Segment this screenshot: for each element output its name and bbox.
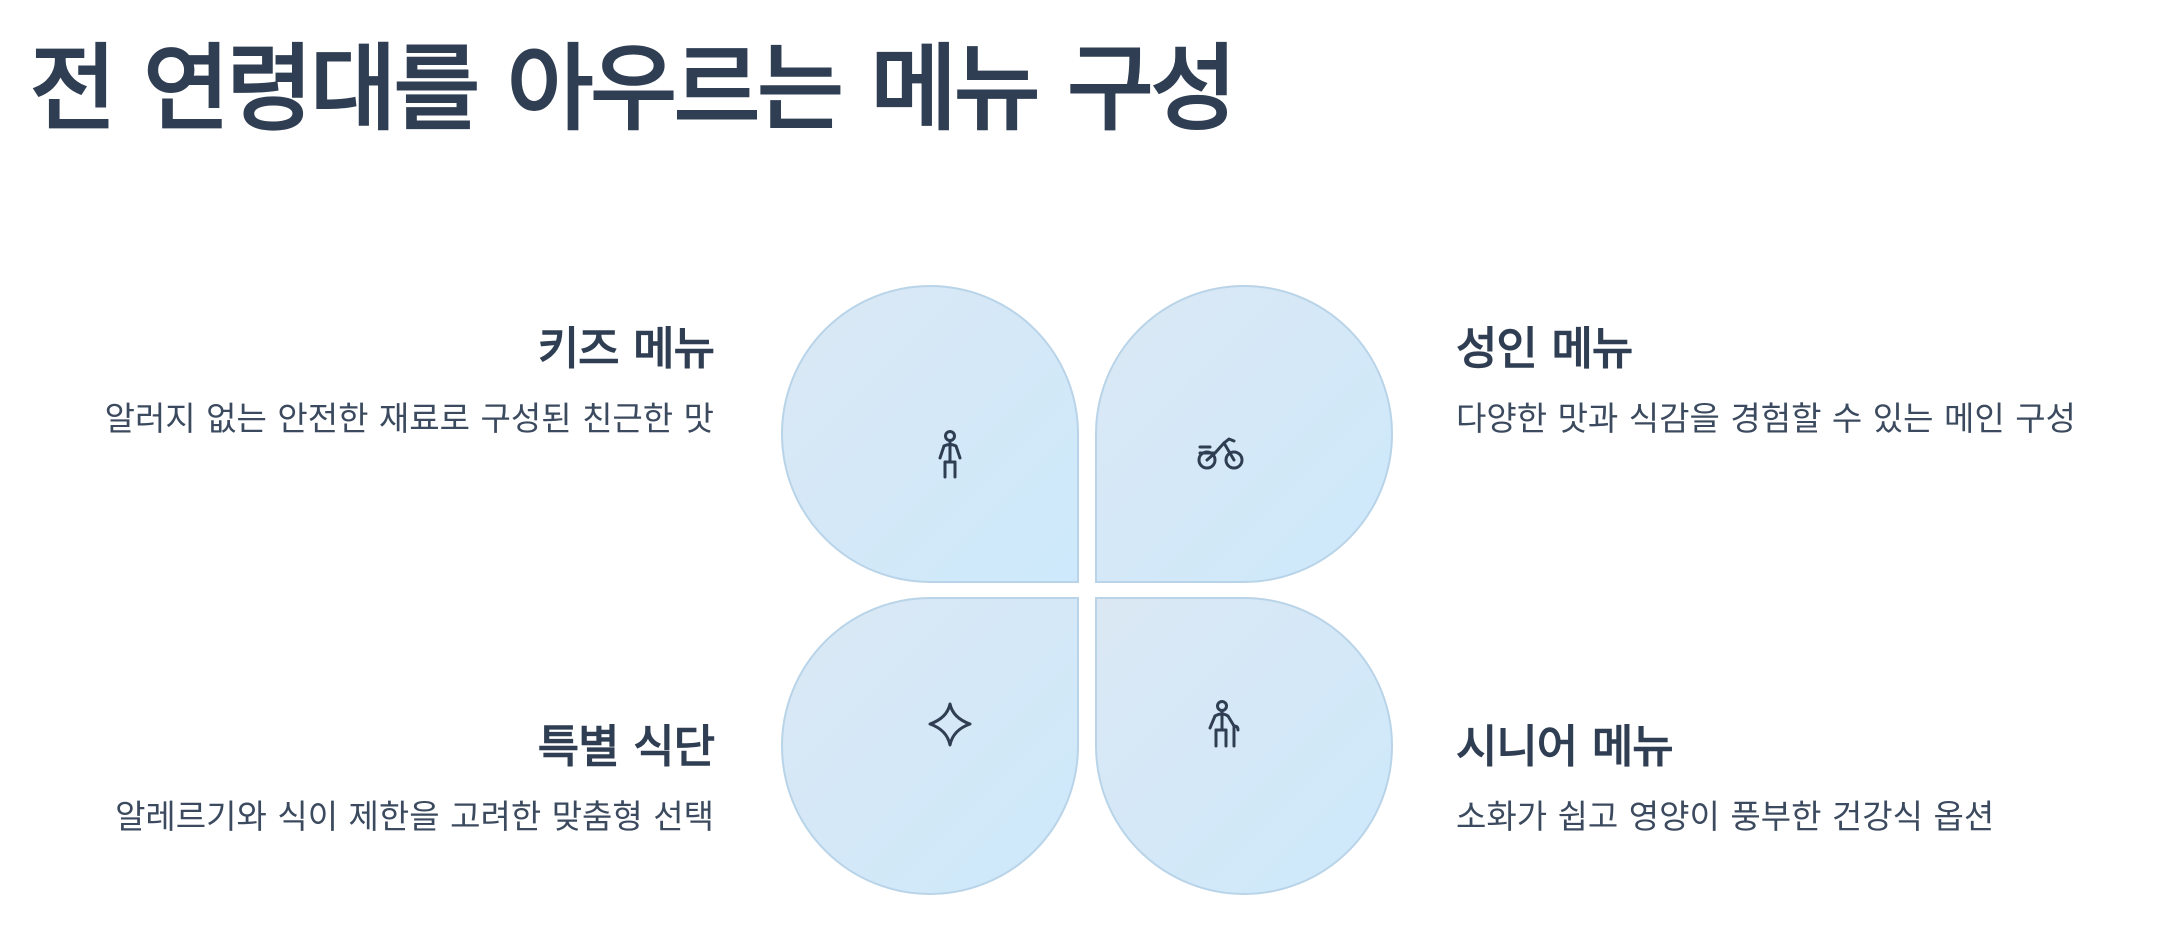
bicycle-icon — [1197, 437, 1244, 470]
card-special-title: 특별 식단 — [537, 720, 715, 773]
petal-senior-shape — [1095, 597, 1393, 895]
card-kids-description: 알러지 없는 안전한 재료로 구성된 친근한 맛 — [104, 399, 714, 438]
card-special-description: 알레르기와 식이 제한을 고려한 맞춤형 선택 — [115, 797, 714, 836]
petal-adult[interactable] — [1095, 285, 1393, 583]
card-special: 특별 식단 알레르기와 식이 제한을 고려한 맞춤형 선택 — [14, 720, 715, 837]
card-adult-description: 다양한 맛과 식감을 경험할 수 있는 메인 구성 — [1456, 399, 2076, 438]
senior-with-cane-icon — [1208, 700, 1240, 748]
petal-special[interactable] — [781, 597, 1079, 895]
petal-kids-shape — [781, 285, 1079, 583]
card-adult-title: 성인 메뉴 — [1456, 322, 1633, 375]
card-kids: 키즈 메뉴 알러지 없는 안전한 재료로 구성된 친근한 맛 — [14, 322, 715, 439]
petal-kids[interactable] — [781, 285, 1079, 583]
child-icon — [938, 430, 962, 479]
card-senior-title: 시니어 메뉴 — [1456, 720, 1674, 773]
petal-special-shape — [781, 597, 1079, 895]
petal-senior[interactable] — [1095, 597, 1393, 895]
card-adult: 성인 메뉴 다양한 맛과 식감을 경험할 수 있는 메인 구성 — [1456, 322, 2156, 439]
card-senior-description: 소화가 쉽고 영양이 풍부한 건강식 옵션 — [1456, 797, 1995, 836]
page-title: 전 연령대를 아우르는 메뉴 구성 — [30, 35, 1237, 144]
sparkle-icon — [928, 702, 972, 747]
card-senior: 시니어 메뉴 소화가 쉽고 영양이 풍부한 건강식 옵션 — [1456, 720, 2156, 837]
card-kids-title: 키즈 메뉴 — [537, 322, 715, 375]
petal-adult-shape — [1095, 285, 1393, 583]
